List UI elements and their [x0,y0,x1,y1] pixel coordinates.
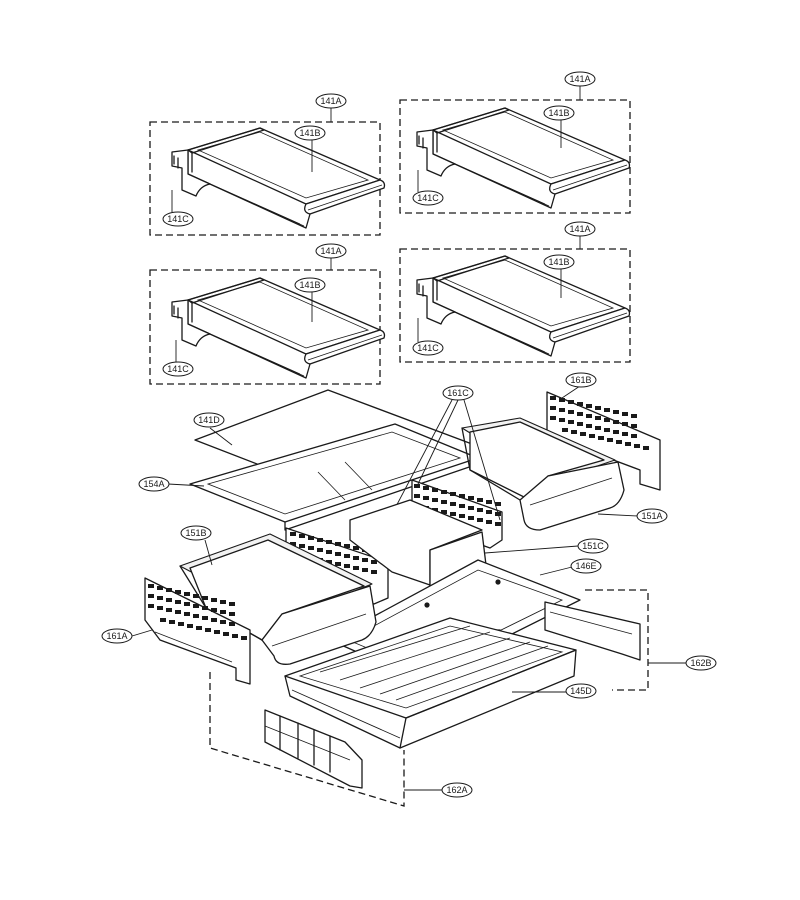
svg-text:141C: 141C [417,343,439,353]
svg-text:141C: 141C [167,214,189,224]
shelf-assembly-1 [149,108,386,236]
svg-text:161B: 161B [570,375,591,385]
callout-154a: 154A [138,476,170,492]
svg-text:145D: 145D [570,686,592,696]
callout-141b-3: 141B [294,277,326,293]
shelf-1 [171,127,386,229]
svg-text:141B: 141B [299,128,320,138]
callout-141a-3: 141A [315,243,347,259]
svg-text:141C: 141C [417,193,439,203]
slide-rail-left [209,672,442,807]
crisper-drawer-right [461,417,639,531]
callout-141b-4: 141B [543,254,575,270]
svg-text:146E: 146E [575,561,596,571]
callout-141a-4: 141A [564,221,596,237]
svg-text:162B: 162B [690,658,711,668]
svg-text:141D: 141D [198,415,220,425]
callout-141c-2: 141C [412,190,444,206]
callout-162b: 162B [685,655,717,671]
shelf-group-3-boundary [149,269,381,385]
svg-text:141A: 141A [569,224,590,234]
svg-text:141A: 141A [569,74,590,84]
callout-161c: 161C [442,385,474,401]
shelf-assembly-3 [149,258,386,385]
svg-text:154A: 154A [143,479,164,489]
callout-141c-3: 141C [162,361,194,377]
shelf-group-4-boundary [399,248,631,363]
callout-161b: 161B [565,372,597,388]
callout-141c-1: 141C [162,211,194,227]
slide-rail-right [544,589,686,691]
svg-text:161A: 161A [106,631,127,641]
svg-text:141B: 141B [299,280,320,290]
callout-162a: 162A [441,782,473,798]
bottom-tray [284,617,577,749]
svg-text:141A: 141A [320,246,341,256]
callout-151b: 151B [180,525,212,541]
shelf-group-2-boundary [399,99,631,214]
svg-text:141B: 141B [548,108,569,118]
shelf-assembly-2 [399,86,631,214]
callout-151a: 151A [636,508,668,524]
svg-text:151A: 151A [641,511,662,521]
shelf-group-1-boundary [149,121,381,236]
shelf-2 [416,107,631,209]
svg-text:151C: 151C [582,541,604,551]
callout-145d: 145D [565,683,597,699]
callout-141a-1: 141A [315,93,347,109]
callout-146e: 146E [570,558,602,574]
shelf-assembly-4 [399,236,631,363]
svg-text:141C: 141C [167,364,189,374]
callout-141d: 141D [193,412,225,428]
callout-141b-1: 141B [294,125,326,141]
svg-text:161C: 161C [447,388,469,398]
callout-141a-2: 141A [564,71,596,87]
rail-rack-left [131,577,251,685]
callout-161a: 161A [101,628,133,644]
svg-text:141B: 141B [548,257,569,267]
svg-text:162A: 162A [446,785,467,795]
callout-141c-4: 141C [412,340,444,356]
svg-text:141A: 141A [320,96,341,106]
shelf-4 [416,255,631,357]
shelf-3 [171,277,386,379]
callout-141b-2: 141B [543,105,575,121]
svg-text:151B: 151B [185,528,206,538]
callout-151c: 151C [577,538,609,554]
